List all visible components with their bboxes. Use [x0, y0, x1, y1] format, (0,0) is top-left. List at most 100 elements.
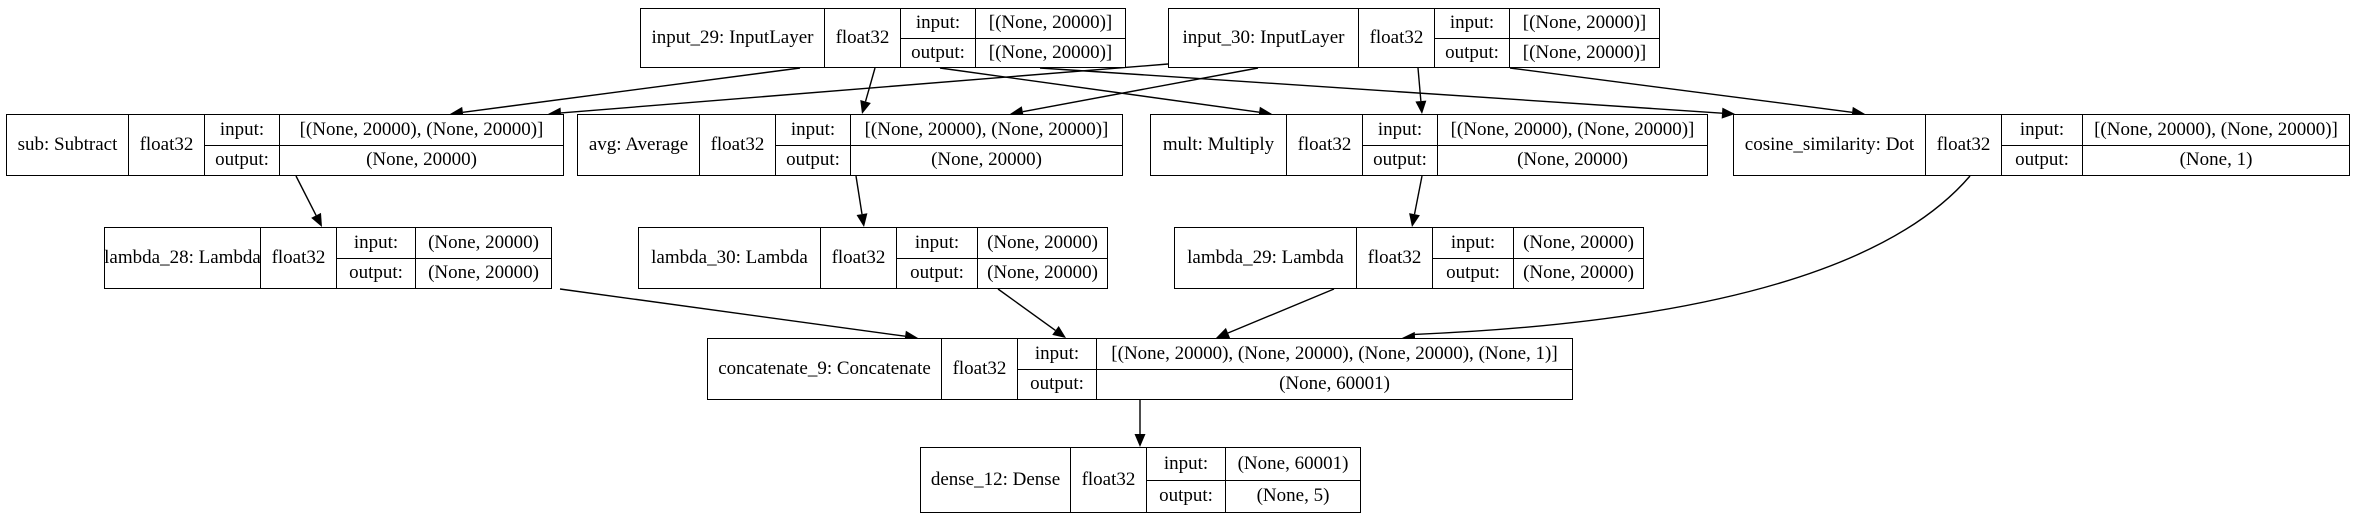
output-label: output: — [776, 145, 851, 175]
arrowhead-mult — [1415, 100, 1427, 114]
output-shape: (None, 5) — [1256, 485, 1330, 507]
layer-shapes: input: [(None, 20000), (None, 20000)] outp… — [205, 115, 563, 175]
input-label: input: — [1018, 339, 1097, 369]
input-shape-row: input: [(None, 20000)] — [901, 9, 1125, 38]
layer-shapes: input:[(None, 20000), (None, 20000)]outp… — [1363, 115, 1707, 175]
input-shape: [(None, 20000)] — [1522, 12, 1647, 34]
output-label: output: — [205, 145, 280, 175]
edge-sub-to-lambda-28 — [295, 175, 317, 216]
input-shape-row: input: (None, 60001) — [1147, 448, 1360, 480]
edge-mult-to-lambda-29 — [1413, 175, 1423, 215]
arrowhead-avg — [860, 99, 871, 114]
input-shape: [(None, 20000)] — [988, 12, 1113, 34]
input-shape-row: input:(None, 20000) — [337, 228, 551, 258]
input-shape-row: input: (None, 20000) — [1433, 228, 1643, 258]
input-label: input: — [1433, 228, 1514, 258]
input-shape-row: input: [(None, 20000), (None, 20000)] — [205, 115, 563, 145]
edge-input-29-to-cosine — [1039, 67, 1723, 114]
input-label: input: — [1435, 9, 1510, 38]
output-shape-row: output:(None, 20000) — [897, 257, 1107, 288]
input-label: input: — [337, 228, 416, 258]
edge-lambda-30-to-concat — [997, 288, 1056, 331]
arrowhead-lambda-30 — [856, 213, 868, 227]
output-label: output: — [2002, 145, 2083, 175]
layer-name: dense_12: Dense — [921, 448, 1071, 512]
input-shape: (None, 60001) — [1237, 452, 1349, 474]
layer-name: lambda_30: Lambda — [639, 228, 821, 288]
output-shape: (None, 20000) — [428, 262, 539, 284]
input-shape-row: input:[(None, 20000), (None, 20000)] — [776, 115, 1122, 145]
layer-dtype: float32 — [825, 9, 901, 67]
arrowhead-lambda-29 — [1409, 213, 1420, 227]
layer-dtype: float32 — [261, 228, 337, 288]
output-label: output: — [1363, 145, 1438, 175]
input-label: input: — [205, 115, 280, 145]
input-label: input: — [901, 9, 976, 38]
edge-input-30-to-mult — [1417, 67, 1422, 102]
layer-dtype: float32 — [1926, 115, 2002, 175]
input-label: input: — [776, 115, 851, 145]
layer-dtype: float32 — [821, 228, 897, 288]
input-shape: (None, 20000) — [1523, 231, 1634, 253]
output-shape-row: output:(None, 20000) — [1363, 144, 1707, 175]
output-shape-row: output: (None, 60001) — [1018, 368, 1572, 399]
layer-name: mult: Multiply — [1151, 115, 1287, 175]
output-label: output: — [897, 258, 978, 288]
output-shape: [(None, 20000)] — [1522, 41, 1647, 63]
edge-input-30-to-avg — [1022, 67, 1259, 113]
layer-dtype: float32 — [1359, 9, 1435, 67]
output-shape-row: output:(None, 1) — [2002, 144, 2349, 175]
input-label: input: — [1147, 448, 1226, 480]
input-shape-row: input:[(None, 20000), (None, 20000)] — [1363, 115, 1707, 145]
edge-input-30-to-sub — [560, 63, 1169, 114]
output-shape: (None, 20000) — [1523, 262, 1634, 284]
layer-name: avg: Average — [578, 115, 700, 175]
layer-shapes: input: [(None, 20000)] output:[(None, 2000… — [901, 9, 1125, 67]
input-label: input: — [897, 228, 978, 258]
layer-shapes: input:(None, 20000)output: (None, 20000) — [337, 228, 551, 288]
layer-name: cosine_similarity: Dot — [1734, 115, 1926, 175]
input-shape: [(None, 20000), (None, 20000)] — [299, 118, 544, 140]
output-shape-row: output: [(None, 20000)] — [1435, 37, 1659, 67]
output-label: output: — [1435, 38, 1510, 67]
arrowhead-cosine — [1721, 107, 1735, 119]
input-label: input: — [2002, 115, 2083, 145]
arrowhead-concat — [1052, 325, 1066, 338]
output-shape-row: output: (None, 5) — [1147, 479, 1360, 512]
layer-name: lambda_28: Lambda — [104, 228, 261, 288]
layer-dtype: float32 — [942, 339, 1018, 399]
arrowhead-lambda-28 — [311, 212, 322, 227]
edge-lambda-28-to-concat — [559, 288, 906, 337]
output-shape: (None, 20000) — [366, 149, 477, 171]
edge-cosine-to-concat — [1414, 175, 1971, 336]
layer-dtype: float32 — [700, 115, 776, 175]
layer-dtype: float32 — [1287, 115, 1363, 175]
output-label: output: — [1018, 369, 1097, 399]
output-label: output: — [1433, 258, 1514, 288]
input-shape-row: input: [(None, 20000)] — [1435, 9, 1659, 38]
layer-shapes: input: (None, 20000) output: (None, 20000) — [1433, 228, 1643, 288]
layer-shapes: input: [(None, 20000)] output: [(None, 2000… — [1435, 9, 1659, 67]
input-shape-row: input:[(None, 20000), (None, 20000), (No… — [1018, 339, 1572, 369]
layer-shapes: input: (None, 60001) output: (None, 5) — [1147, 448, 1360, 512]
output-label: output: — [1147, 480, 1226, 512]
layer-name: concatenate_9: Concatenate — [708, 339, 942, 399]
output-shape: (None, 60001) — [1279, 373, 1390, 395]
output-shape-row: output:[(None, 20000)] — [901, 37, 1125, 67]
layer-name: sub: Subtract — [7, 115, 129, 175]
output-shape-row: output:(None, 20000) — [776, 144, 1122, 175]
input-label: input: — [1363, 115, 1438, 145]
output-label: output: — [337, 258, 416, 288]
layer-dtype: float32 — [1357, 228, 1433, 288]
